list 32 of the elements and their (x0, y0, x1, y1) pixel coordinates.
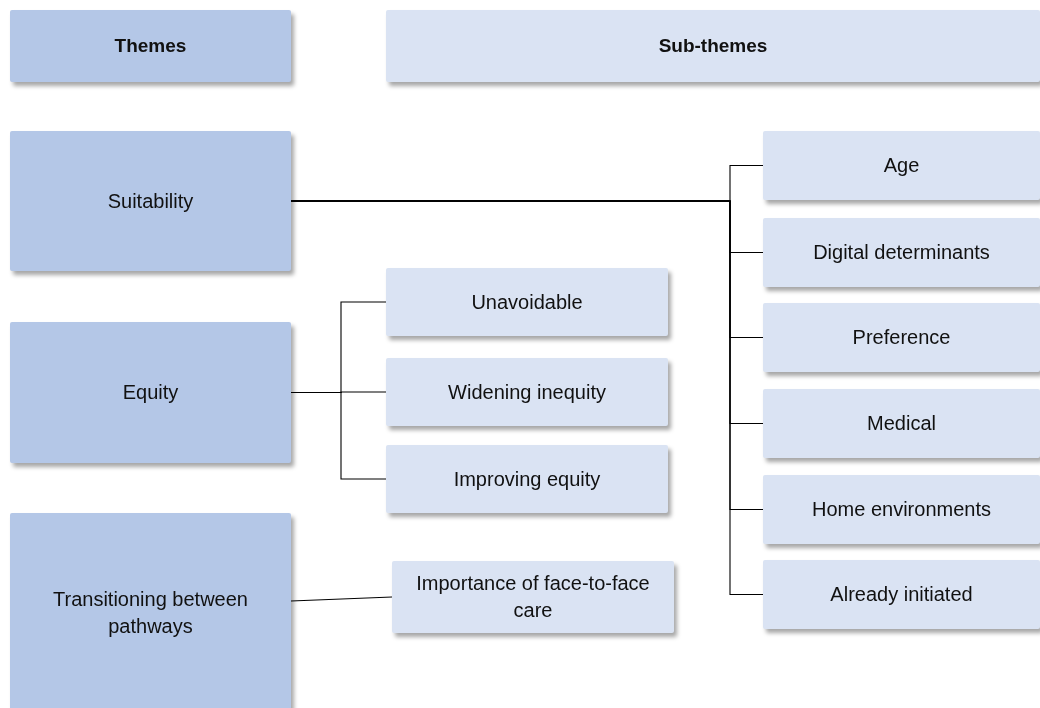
node-label: Unavoidable (471, 289, 583, 315)
node-label: Age (883, 153, 920, 178)
header-box (10, 10, 291, 82)
column-heading: Themes (114, 34, 187, 59)
node-label: Transitioning between pathways (52, 587, 249, 639)
connector-line (290, 596, 393, 602)
sub-theme-box (763, 131, 1040, 200)
sub-theme-box (763, 389, 1040, 458)
sub-theme-box (763, 303, 1040, 372)
node-label: Home environments (812, 497, 991, 522)
theme-box (10, 513, 291, 708)
node-label: Medical (867, 411, 936, 436)
theme-box (10, 131, 291, 271)
sub-theme-box (386, 358, 668, 426)
node-label: Digital determinants (813, 240, 990, 265)
node-label: Already initiated (830, 582, 973, 607)
sub-theme-box (763, 560, 1040, 629)
node-label: Widening inequity (448, 379, 606, 405)
header-box (386, 10, 1040, 82)
node-label: Suitability (107, 188, 194, 214)
column-heading: Sub-themes (658, 34, 768, 59)
theme-box (10, 322, 291, 463)
node-label: Importance of face-to-face care (415, 571, 651, 623)
sub-theme-box (386, 268, 668, 336)
sub-theme-box (763, 218, 1040, 287)
node-label: Improving equity (453, 466, 601, 492)
node-label: Equity (122, 380, 179, 405)
connector-line (290, 391, 387, 480)
sub-theme-box (392, 561, 674, 633)
sub-theme-box (763, 475, 1040, 544)
node-label: Preference (852, 325, 951, 350)
sub-theme-box (386, 445, 668, 513)
